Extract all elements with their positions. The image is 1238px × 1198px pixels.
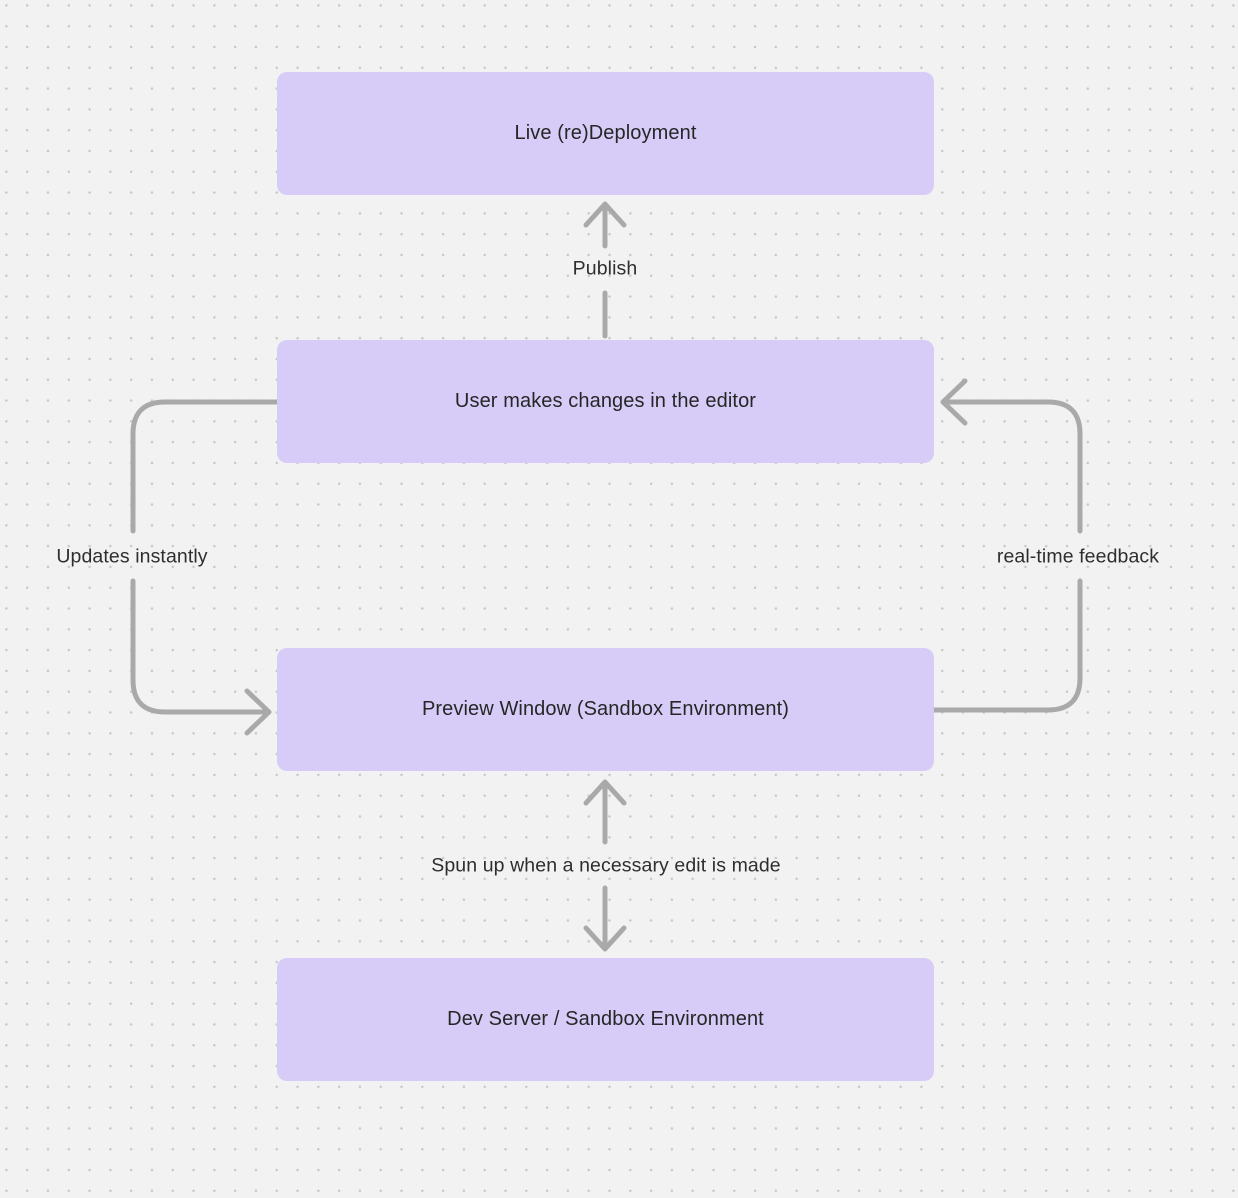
node-preview-window: Preview Window (Sandbox Environment) [277, 648, 934, 771]
edge-label-updates-instantly: Updates instantly [56, 545, 208, 568]
node-label: Dev Server / Sandbox Environment [447, 1008, 764, 1030]
node-label: User makes changes in the editor [454, 390, 757, 412]
node-dev-server: Dev Server / Sandbox Environment [277, 958, 934, 1081]
edge-label-real-time-feedback: real-time feedback [996, 545, 1160, 568]
node-user-editor: User makes changes in the editor [277, 340, 934, 463]
node-live-redeployment: Live (re)Deployment [277, 72, 934, 195]
edge-label-publish: Publish [572, 257, 638, 280]
node-label: Live (re)Deployment [514, 122, 697, 144]
edge-label-spun-up: Spun up when a necessary edit is made [431, 854, 781, 877]
node-label: Preview Window (Sandbox Environment) [421, 698, 790, 720]
